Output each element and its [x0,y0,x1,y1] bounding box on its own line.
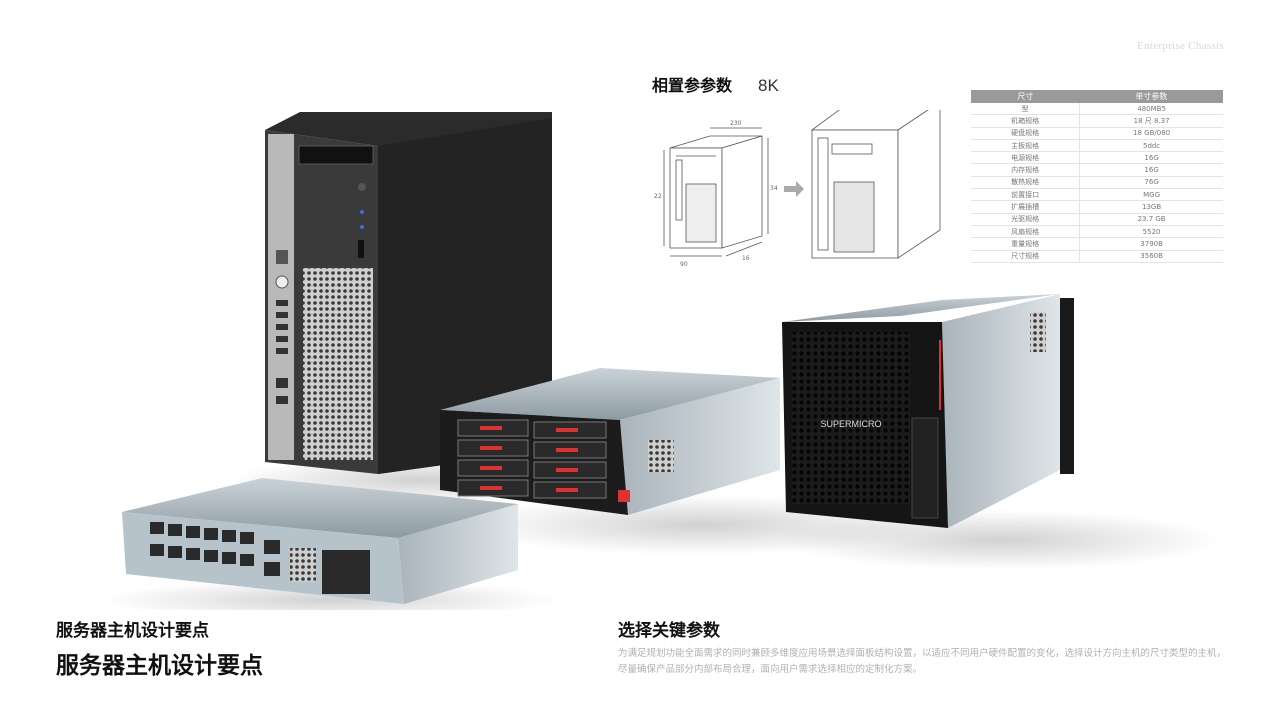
table-cell: 重量规格 [971,237,1081,251]
key-params-title: 选择关键参数 [618,621,720,641]
table-cell: 硬盘规格 [971,127,1081,140]
dim-height-label: 22 [654,193,662,200]
table-cell: 主板规格 [971,139,1081,153]
rack-storage-server [440,368,780,515]
dim-top-label: 230 [730,120,742,127]
tower-server [265,112,552,474]
table-cell: 前置接口 [971,188,1081,202]
table-cell: 18 GB/080 [1079,127,1223,140]
table-cell: 13GB [1079,200,1223,214]
table-cell: 16G [1079,163,1223,177]
dimension-drawings: 230 34 90 16 22 [654,110,941,268]
table-cell: MGG [1079,188,1223,202]
table-cell: 光驱规格 [971,213,1081,226]
cube-server: SUPERMICRO [782,294,1074,528]
key-params-description: 为满足规划功能全面需求的同时兼顾多维度应用场景选择面板结构设置，以适应不同用户硬… [618,648,1227,675]
table-cell: 机箱规格 [971,114,1081,128]
table-cell: 扩展插槽 [971,200,1081,214]
table-cell: 480MB5 [1079,103,1223,116]
dim-bottom-front-label: 90 [680,261,688,268]
hardware-illustrations: SUPERMICRO [100,112,1220,610]
table-cell: 电源规格 [971,151,1081,165]
table-cell: 内存规格 [971,163,1081,177]
table-cell: 18 尺 8.37 [1079,114,1223,128]
rack-network-switch [122,478,518,604]
table-cell: 5520 [1079,225,1223,239]
cube-brand-label: SUPERMICRO [820,419,881,429]
spec-table-header: 尺寸 [971,90,1080,103]
table-cell: 3560B [1079,250,1223,263]
dim-side-label: 34 [770,185,778,192]
spec-table-header: 单寸参数 [1079,90,1223,103]
dim-bottom-depth-label: 16 [742,255,750,262]
spec-header: 相置参参数 8K [652,72,779,96]
page-title: 服务器主机设计要点 [56,653,263,679]
table-cell: 23.7 GB [1079,213,1223,226]
table-cell: 16G [1079,151,1223,165]
table-cell: 3790B [1079,237,1223,251]
watermark: Enterprise Chassis [1137,40,1224,52]
table-cell: 风扇规格 [971,225,1081,239]
table-cell: 5ddc [1079,139,1223,153]
spec-title: 相置参参数 [652,76,733,95]
table-cell: 76G [1079,176,1223,190]
table-cell: 尺寸规格 [971,250,1081,263]
table-cell: 型 [971,103,1081,116]
section-subtitle: 服务器主机设计要点 [56,621,209,641]
spec-resolution: 8K [758,76,779,95]
table-cell: 散热规格 [971,176,1081,190]
